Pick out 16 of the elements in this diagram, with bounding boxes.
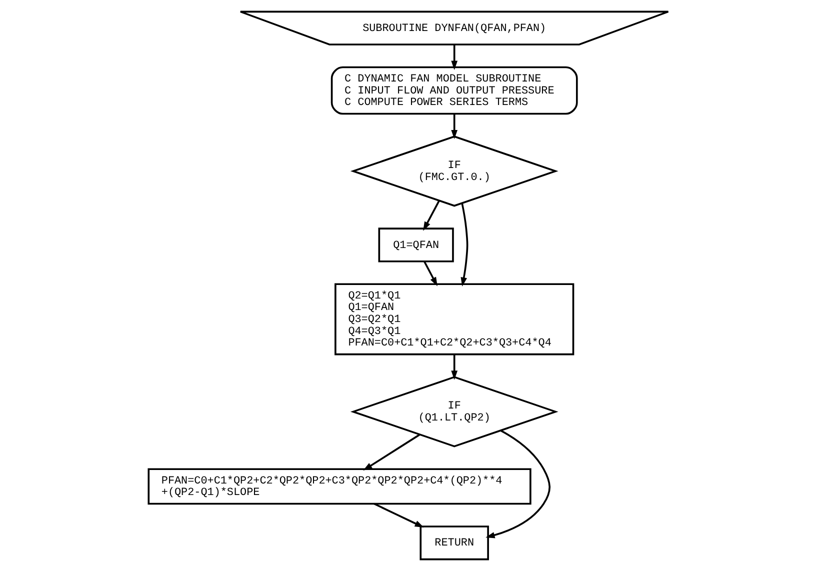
arrow <box>424 261 438 286</box>
node-diamond: IF (FMC.GT.0.) <box>350 136 558 207</box>
arrow <box>451 114 458 140</box>
node-diamond: IF (Q1.LT.QP2) <box>350 376 558 448</box>
node-box: PFAN=C0+C1*QP2+C2*QP2*QP2+C3*QP2*QP2*QP2+C4*(QP2)**4 +(QP2-Q1)*SLOPE <box>148 468 532 505</box>
arrow <box>486 430 550 538</box>
arrow <box>460 203 468 287</box>
arrow <box>451 44 458 70</box>
node-box: RETURN <box>420 526 489 560</box>
node-box: Q1=QFAN <box>378 228 454 262</box>
arrow <box>451 354 458 380</box>
node-box: Q2=Q1*Q1 Q1=QFAN Q3=Q2*Q1 Q4=Q3*Q1 PFAN=C0+C1*Q1+C2*Q2+C3*Q3+C4*Q4 <box>334 283 574 356</box>
arrow <box>374 502 424 528</box>
arrow <box>363 434 420 471</box>
node-box: C DYNAMIC FAN MODEL SUBROUTINE C INPUT FLOW AND OUTPUT PRESSURE C COMPUTE POWER SERIES TERMS <box>330 66 578 115</box>
arrow <box>423 200 440 231</box>
